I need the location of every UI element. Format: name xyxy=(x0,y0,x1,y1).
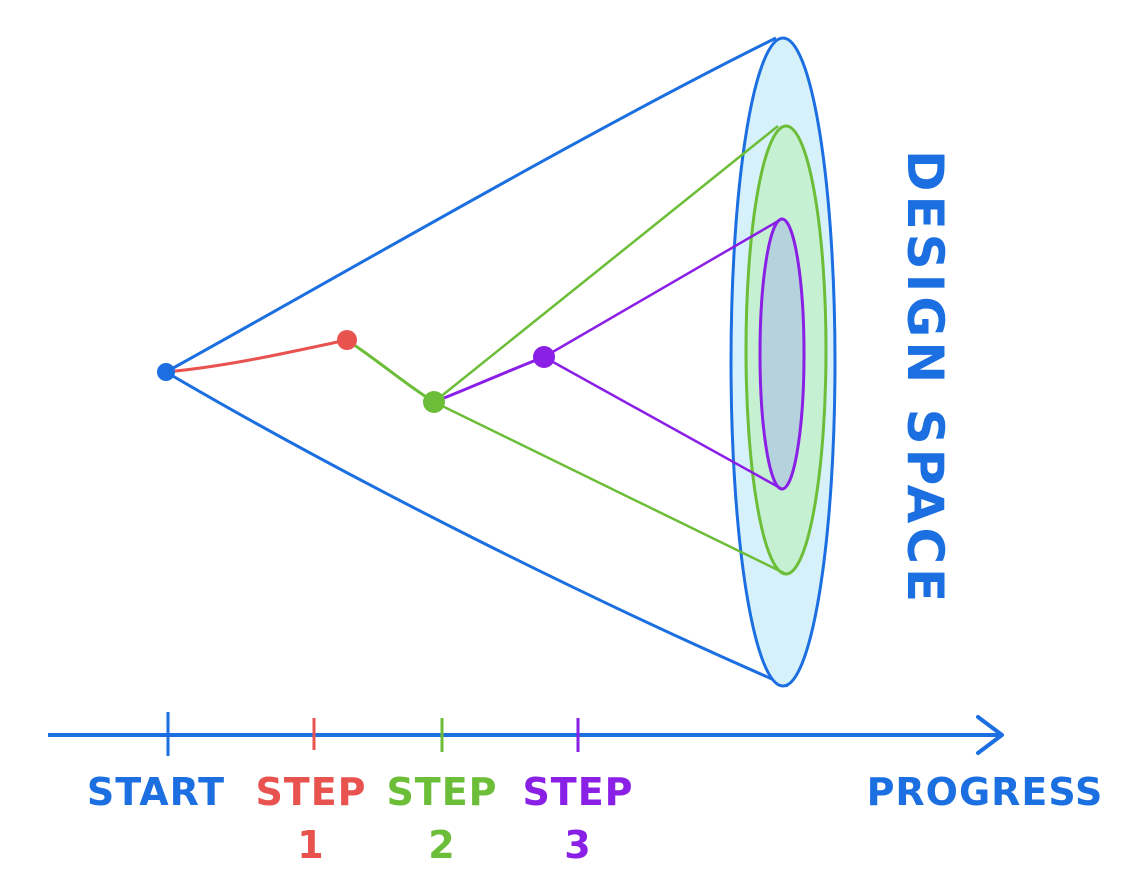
progress-axis xyxy=(47,712,1004,756)
start-label: START xyxy=(87,770,225,814)
outer-cone-edges xyxy=(165,36,789,688)
path-segment-step1-to-step2 xyxy=(346,338,435,404)
inner-cone xyxy=(543,217,806,491)
step1-point xyxy=(337,330,357,350)
progress-label: PROGRESS xyxy=(867,770,1104,814)
inner-cone-edges xyxy=(543,218,783,491)
step3-number: 3 xyxy=(564,823,591,867)
step1-number: 1 xyxy=(297,823,324,867)
inner-cone-ellipse xyxy=(758,217,806,491)
step3-point xyxy=(533,346,555,368)
step2-point xyxy=(423,391,445,413)
start-point xyxy=(157,363,175,381)
step3-word: STEP xyxy=(522,770,633,814)
axis-line xyxy=(47,732,1001,738)
outer-cone xyxy=(165,36,837,688)
axis-arrowhead xyxy=(976,715,1004,755)
step2-word: STEP xyxy=(386,770,497,814)
design-space-label: DESIGN SPACE xyxy=(896,150,954,606)
step1-word: STEP xyxy=(255,770,366,814)
middle-cone-edges xyxy=(433,125,787,576)
axis-labels: START STEP 1 STEP 2 STEP 3 PROGRESS xyxy=(87,770,1104,867)
path-segment-start-to-step1 xyxy=(165,338,348,374)
path-segment-step2-to-step3 xyxy=(433,355,545,404)
progress-path xyxy=(157,330,555,413)
step2-number: 2 xyxy=(428,823,455,867)
